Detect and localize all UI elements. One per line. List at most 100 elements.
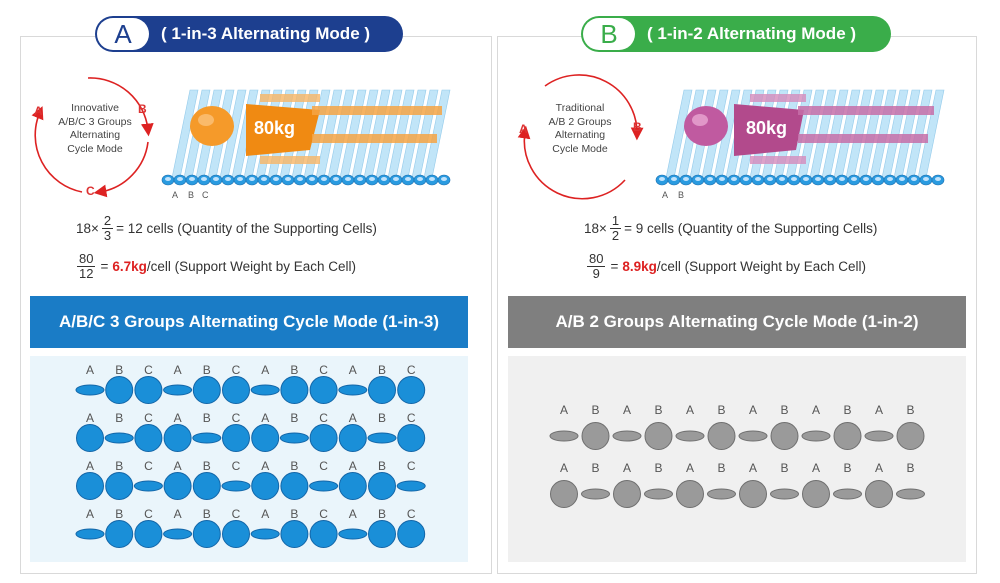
cell-group-label: B: [843, 461, 851, 475]
air-cell-inflated: [76, 424, 104, 452]
cell-group-label: A: [174, 459, 182, 473]
cell-group-label: C: [407, 411, 416, 425]
air-cell-inflated: [550, 480, 578, 508]
air-cell-inflated: [192, 376, 221, 404]
cycle-arrows-icon: [31, 77, 154, 198]
air-cell-inflated: [222, 376, 250, 404]
air-cell-inflated: [707, 422, 736, 450]
air-cell-deflated: [75, 384, 105, 396]
air-cell-inflated: [397, 520, 426, 548]
air-cell-inflated: [105, 376, 134, 404]
cycle-label-a: A: [34, 104, 43, 118]
fraction: 80 9: [587, 252, 606, 281]
cell-group-label: B: [290, 411, 298, 425]
air-cell-inflated: [865, 480, 893, 508]
panel-b-formula-weight: 80 9 = 8.9kg /cell (Support Weight by Ea…: [584, 252, 866, 281]
cell-group-label: A: [623, 461, 631, 475]
panel-b-mode-title: A/B 2 Groups Alternating Cycle Mode (1-i…: [508, 296, 966, 348]
cell-group-label: A: [812, 403, 820, 417]
air-cell-deflated: [612, 430, 642, 442]
air-cell-inflated: [397, 424, 426, 452]
cycle-text-line: Alternating: [554, 129, 606, 141]
air-cell-deflated: [896, 488, 925, 500]
cycle-label-a: A: [519, 122, 528, 136]
air-cell-inflated: [896, 422, 925, 450]
cycle-arrows-icon: [517, 74, 644, 200]
support-weight-value: 6.7kg: [112, 259, 147, 274]
cell-group-label: A: [560, 403, 568, 417]
air-cell-deflated: [163, 384, 193, 396]
cell-group-label: A: [875, 403, 883, 417]
air-cell-deflated: [644, 488, 673, 500]
cell-group-label: A: [261, 507, 269, 521]
formula-result: /cell (Support Weight by Each Cell): [146, 259, 356, 274]
cycle-label-b: B: [138, 102, 147, 116]
air-cell-inflated: [338, 424, 367, 452]
air-cell-deflated: [133, 480, 163, 492]
air-cell-inflated: [338, 472, 367, 500]
air-cell-inflated: [280, 472, 309, 500]
fraction: 2 3: [101, 213, 114, 243]
air-cell-deflated: [75, 528, 105, 540]
air-cell-inflated: [309, 424, 338, 452]
air-cell-inflated: [613, 480, 641, 508]
cell-group-label: A: [174, 411, 182, 425]
air-cell-inflated: [163, 472, 192, 500]
air-cell-inflated: [739, 480, 767, 508]
air-cell-inflated: [251, 424, 280, 452]
air-cell-deflated: [279, 432, 309, 444]
air-cell-deflated: [675, 430, 705, 442]
cell-group-label: C: [144, 507, 153, 521]
panel-a-formula-cells: 18× 2 3 = 12 cells (Quantity of the Supp…: [76, 214, 377, 243]
air-cell-inflated: [105, 472, 134, 500]
air-cell-inflated: [397, 376, 426, 404]
cell-group-label: A: [749, 403, 757, 417]
air-cell-deflated: [549, 430, 579, 442]
air-cell-deflated: [104, 432, 134, 444]
air-cell-inflated: [134, 520, 163, 548]
formula-result: = 12 cells (Quantity of the Supporting C…: [116, 221, 377, 236]
air-cell-deflated: [707, 488, 736, 500]
cell-group-label: C: [319, 459, 328, 473]
cell-group-label: B: [654, 403, 662, 417]
air-cell-deflated: [338, 528, 368, 540]
panel-a-mode-title: A/B/C 3 Groups Alternating Cycle Mode (1…: [30, 296, 468, 348]
cell-group-label: B: [203, 411, 211, 425]
art-label-b: B: [678, 190, 684, 200]
panel-b-title: ( 1-in-2 Alternating Mode ): [647, 24, 857, 43]
cell-group-label: C: [232, 459, 241, 473]
air-cell-deflated: [338, 384, 368, 396]
panel-a-title: ( 1-in-3 Alternating Mode ): [161, 24, 371, 43]
panel-b-mattress-illustration: 80kg A B: [654, 80, 954, 205]
panel-a-formula-weight: 80 12 = 6.7kg /cell (Support Weight by E…: [74, 252, 356, 281]
air-cell-deflated: [309, 480, 339, 492]
air-cell-inflated: [309, 520, 338, 548]
fraction-numerator: 80: [77, 251, 96, 267]
cell-group-label: B: [203, 363, 211, 377]
air-cell-inflated: [134, 376, 163, 404]
air-cell-inflated: [251, 472, 280, 500]
air-cell-inflated: [833, 422, 862, 450]
air-cell-inflated: [222, 424, 250, 452]
cell-group-label: C: [232, 411, 241, 425]
formula-result: = 9 cells (Quantity of the Supporting Ce…: [624, 221, 878, 236]
cell-group-label: B: [378, 363, 386, 377]
cell-group-label: B: [378, 459, 386, 473]
air-cell-inflated: [222, 520, 250, 548]
art-label-a: A: [172, 190, 178, 200]
fraction-numerator: 2: [101, 213, 114, 229]
cell-group-label: B: [378, 507, 386, 521]
air-cell-deflated: [163, 528, 193, 540]
cell-group-label: B: [203, 459, 211, 473]
air-cell-inflated: [309, 376, 338, 404]
air-cell-deflated: [367, 432, 397, 444]
air-cell-inflated: [368, 376, 396, 404]
person-head-icon: [190, 106, 234, 146]
cell-group-label: C: [319, 411, 328, 425]
cell-group-label: B: [591, 461, 599, 475]
fraction-denominator: 9: [592, 266, 600, 281]
cell-group-label: A: [749, 461, 757, 475]
cell-group-label: B: [780, 461, 788, 475]
panel-a-mattress-illustration: 80kg A B C: [160, 80, 460, 205]
